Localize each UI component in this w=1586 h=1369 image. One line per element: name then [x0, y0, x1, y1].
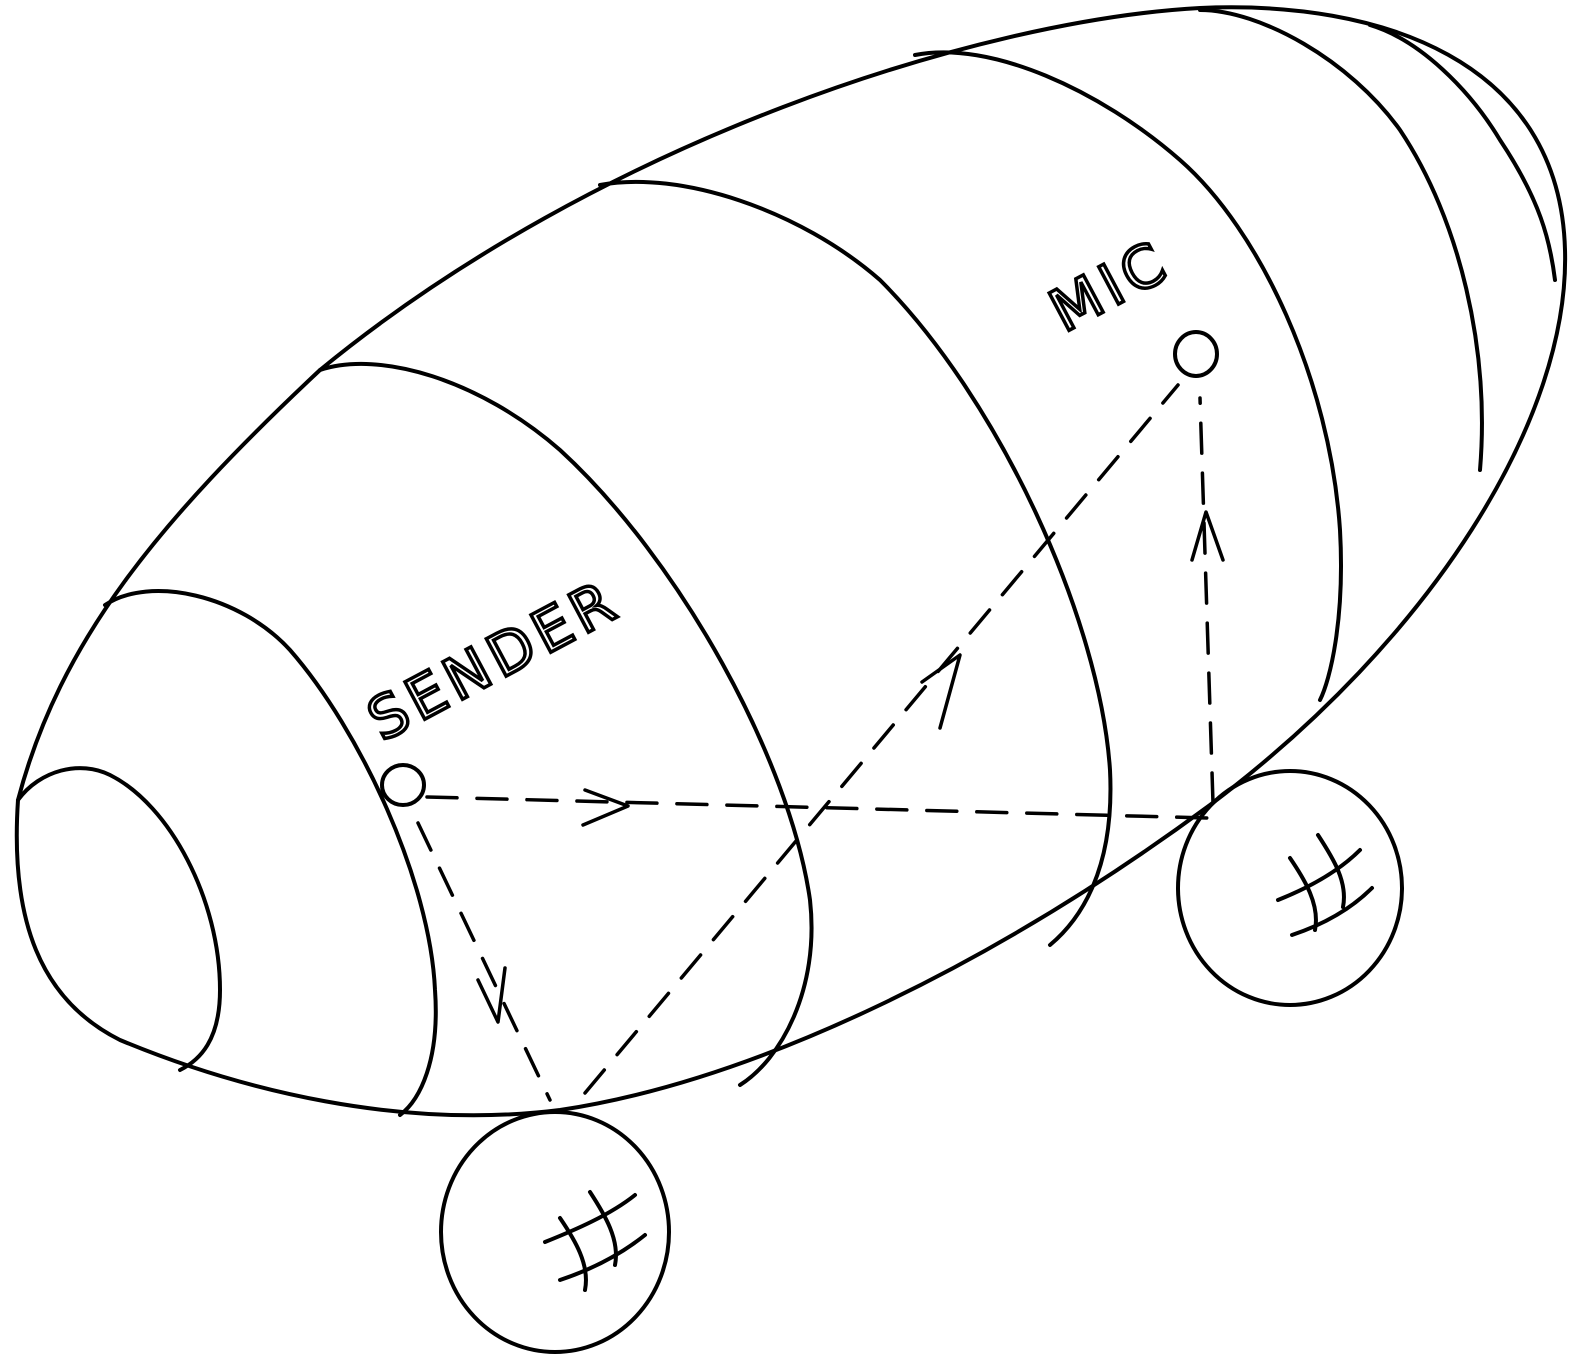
arrow-right-icon	[581, 788, 630, 827]
wheel-front	[439, 1110, 671, 1354]
segment-ring-1	[103, 589, 438, 1117]
sender-point-icon	[380, 763, 426, 807]
mic-label: MIC	[1039, 226, 1182, 345]
path-floor-to-mic	[583, 383, 1180, 1095]
hash-icon-front	[543, 1190, 647, 1292]
segment-ring-6	[1368, 23, 1557, 282]
sender-label: SENDER	[357, 565, 631, 754]
hull-outline	[14, 5, 1568, 1118]
segment-ring-2	[318, 362, 814, 1087]
segment-ring-4	[913, 50, 1343, 702]
path-sender-to-floor	[416, 821, 552, 1102]
segment-ring-5	[1198, 8, 1484, 472]
hash-icon-rear	[1276, 833, 1374, 937]
arrow-up-icon	[1190, 510, 1225, 562]
segment-ring-3	[598, 179, 1113, 947]
mic-point-icon	[1173, 330, 1219, 378]
wheel-rear	[1176, 769, 1404, 1007]
arrow-diagonal-icon	[920, 653, 962, 730]
path-wheel-to-mic	[1198, 396, 1215, 805]
arrow-down-icon	[476, 966, 507, 1024]
opening-ring	[16, 766, 222, 1072]
path-direct	[425, 795, 1210, 820]
